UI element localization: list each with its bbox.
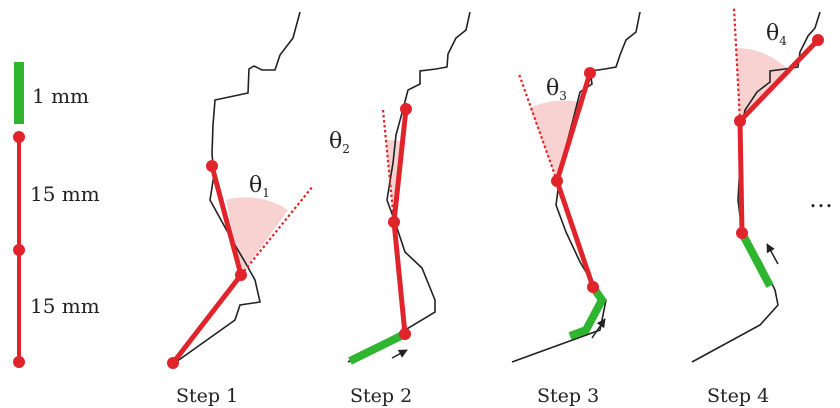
step-1-dotted-extension bbox=[240, 185, 314, 276]
step-1-path bbox=[175, 11, 301, 363]
step-3-wedge bbox=[530, 100, 584, 181]
scale-bar: 1 mm 15 mm 15 mm bbox=[13, 62, 100, 368]
step-3-label: Step 3 bbox=[537, 385, 599, 407]
step-4-green-tip bbox=[738, 231, 774, 288]
step-3: θ3 Step 3 bbox=[511, 11, 641, 407]
step-2-advance-arrow bbox=[391, 349, 408, 359]
step-2-node-top bbox=[400, 103, 412, 115]
step-4-segment-upper bbox=[737, 37, 821, 124]
step-4-dotted-extension bbox=[732, 7, 742, 122]
step-1-node-top bbox=[206, 160, 218, 172]
step-2-path bbox=[347, 11, 471, 363]
step-4-advance-arrow bbox=[766, 243, 779, 265]
step-2-node-base bbox=[399, 328, 411, 340]
scale-red-label-upper: 15 mm bbox=[30, 182, 100, 206]
step-4-segment-lower bbox=[737, 118, 745, 236]
step-2-segment-upper bbox=[391, 106, 409, 225]
step-1-node-base bbox=[167, 357, 179, 369]
step-4: θ4 Step 4 bbox=[691, 7, 824, 407]
step-2-green-tip bbox=[348, 330, 407, 365]
scale-red-label-lower: 15 mm bbox=[30, 294, 100, 318]
step-3-green-tip bbox=[568, 284, 607, 340]
scale-node-top bbox=[13, 131, 25, 143]
step-4-path bbox=[691, 11, 821, 363]
step-3-segment-upper bbox=[554, 70, 593, 184]
step-1-wedge bbox=[226, 197, 288, 275]
step-2-label: Step 2 bbox=[350, 385, 412, 407]
continuation-ellipsis: … bbox=[809, 185, 833, 213]
step-2-angle-label: θ2 bbox=[329, 129, 350, 156]
scale-node-bottom bbox=[13, 356, 25, 368]
step-2: θ2 Step 2 bbox=[329, 11, 471, 407]
step-3-path bbox=[511, 11, 641, 363]
step-4-node-base bbox=[736, 227, 748, 239]
scale-green-label: 1 mm bbox=[32, 84, 89, 108]
step-3-advance-arrow bbox=[591, 318, 606, 339]
step-4-node-joint bbox=[734, 115, 746, 127]
step-2-dotted-extension bbox=[381, 109, 396, 223]
step-4-node-top bbox=[812, 34, 824, 46]
step-1-node-joint bbox=[235, 269, 247, 281]
step-3-dotted-extension bbox=[517, 73, 559, 182]
step-2-segment-lower bbox=[391, 219, 408, 337]
step-1-segment-upper bbox=[209, 163, 244, 278]
step-4-angle-label: θ4 bbox=[766, 21, 787, 48]
step-3-angle-label: θ3 bbox=[546, 76, 567, 103]
scale-node-middle bbox=[13, 244, 25, 256]
step-1: θ1 Step 1 bbox=[167, 11, 314, 407]
step-3-node-joint bbox=[551, 175, 563, 187]
step-3-node-base bbox=[587, 281, 599, 293]
step-4-label: Step 4 bbox=[707, 385, 769, 407]
step-3-node-top bbox=[584, 67, 596, 79]
step-1-segment-lower bbox=[170, 272, 244, 366]
step-3-segment-lower bbox=[554, 178, 596, 290]
step-1-label: Step 1 bbox=[176, 385, 238, 407]
step-2-node-joint bbox=[388, 216, 400, 228]
step-1-angle-label: θ1 bbox=[249, 173, 270, 200]
